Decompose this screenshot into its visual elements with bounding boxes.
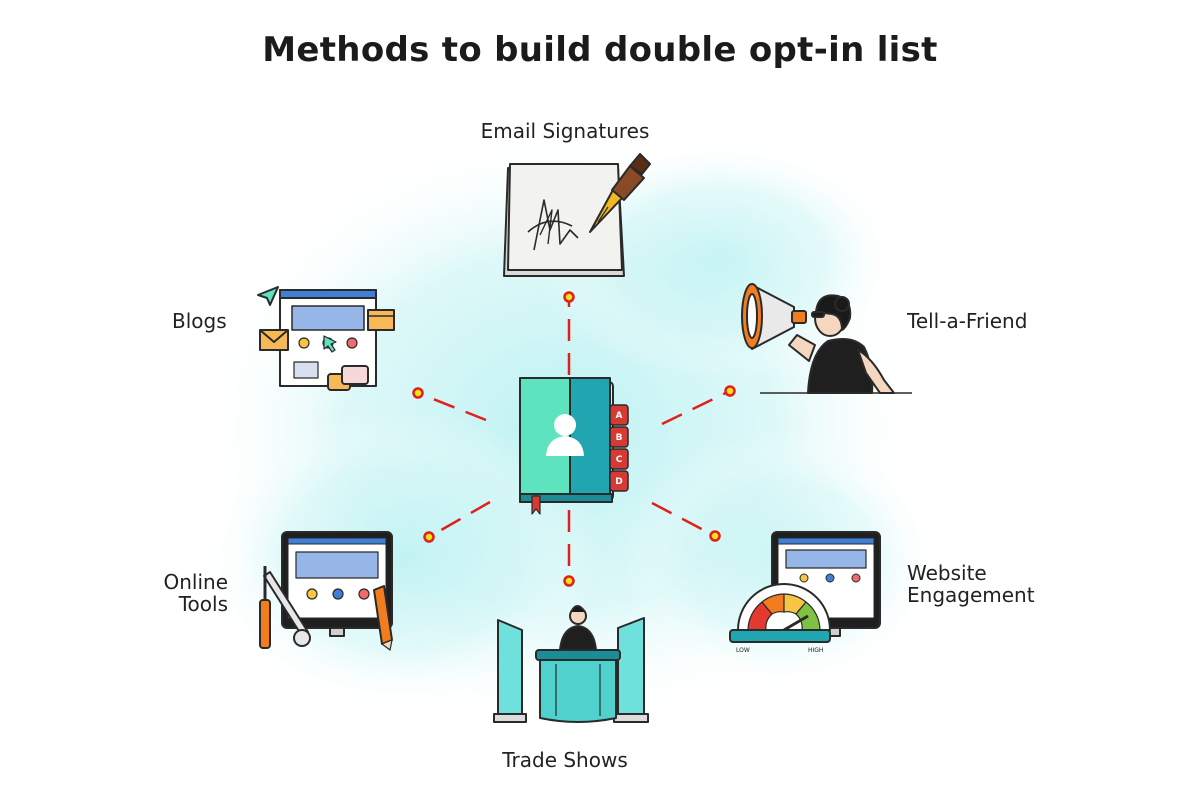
connector-web	[651, 501, 716, 538]
trade-booth-icon	[493, 605, 649, 723]
method-label-line: Tools	[178, 592, 228, 616]
address-book-icon: A B C D	[519, 377, 629, 515]
node-trade	[563, 575, 575, 587]
method-label-tell-a-friend: Tell-a-Friend	[907, 309, 1028, 333]
tab-b: B	[616, 433, 623, 443]
method-label-email-signatures: Email Signatures	[480, 119, 650, 143]
blog-webpage-icon	[257, 286, 395, 391]
connector-blogs	[417, 391, 487, 422]
node-blogs	[412, 387, 424, 399]
connectors	[417, 297, 731, 581]
node-online	[423, 531, 435, 543]
method-label-trade-shows: Trade Shows	[502, 748, 628, 772]
signature-pen-icon	[503, 153, 651, 277]
node-tell	[724, 385, 736, 397]
connector-online	[428, 500, 491, 539]
method-label-line: Engagement	[907, 583, 1035, 607]
monitor-tools-icon	[259, 531, 393, 651]
tab-d: D	[615, 477, 622, 487]
node-email	[563, 291, 575, 303]
connector-nodes	[412, 291, 736, 587]
tab-c: C	[616, 455, 623, 465]
method-label-blogs: Blogs	[172, 309, 227, 333]
megaphone-woman-icon	[741, 283, 912, 394]
method-label-line: Website	[907, 561, 987, 585]
tab-a: A	[616, 411, 623, 421]
page-title: Methods to build double opt-in list	[262, 30, 938, 70]
method-label-online-tools: Online Tools	[163, 571, 228, 615]
node-web	[709, 530, 721, 542]
gauge-high-label: HIGH	[808, 647, 823, 654]
method-label-website-engagement: Website Engagement	[907, 562, 1035, 606]
monitor-gauge-icon: LOW HIGH	[729, 531, 881, 654]
gauge-low-label: LOW	[736, 647, 750, 654]
method-label-line: Online	[163, 570, 228, 594]
connector-tell	[661, 389, 731, 426]
